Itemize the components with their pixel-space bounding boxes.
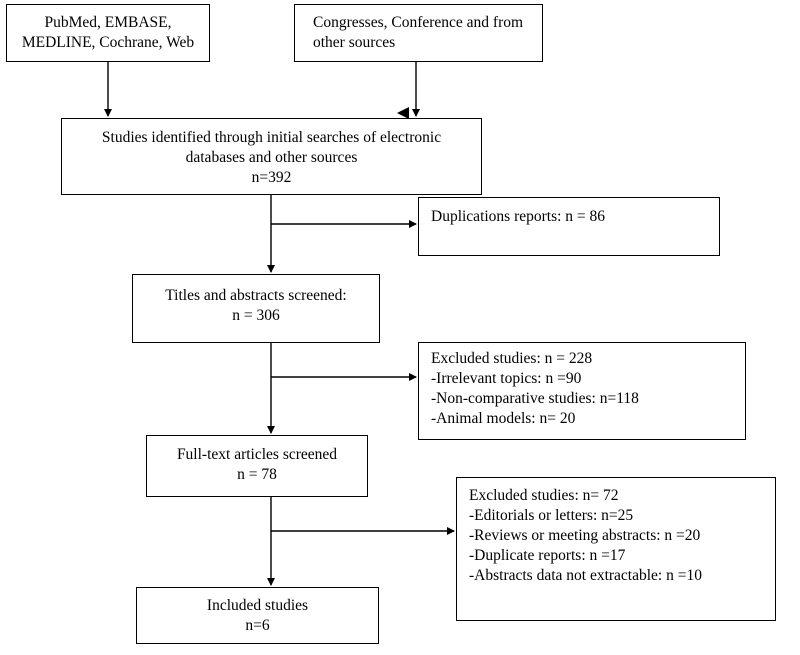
sources-other-line: other sources — [313, 34, 396, 51]
sources-databases-line: PubMed, EMBASE, — [44, 14, 172, 31]
excluded-second-box: Excluded studies: n= 72 -Editorials or l… — [456, 477, 776, 621]
excluded-first-line: Excluded studies: n = 228 — [431, 350, 593, 367]
excluded-first-box: Excluded studies: n = 228 -Irrelevant to… — [418, 342, 746, 440]
duplications-box: Duplications reports: n = 86 — [418, 197, 720, 256]
excluded-second-line: Excluded studies: n= 72 — [469, 487, 619, 504]
excluded-second-line: -Editorials or letters: n=25 — [469, 507, 634, 524]
excluded-first-line: -Irrelevant topics: n =90 — [431, 370, 582, 387]
included-box: Included studies n=6 — [136, 587, 379, 644]
excluded-first-line: -Animal models: n= 20 — [431, 410, 576, 427]
sources-databases-line: MEDLINE, Cochrane, Web — [21, 34, 195, 51]
sources-other-box: Congresses, Conference and from other so… — [294, 4, 543, 62]
excluded-second-line: -Duplicate reports: n =17 — [469, 547, 626, 564]
identified-line: databases and other sources — [185, 149, 358, 166]
excluded-first-line: -Non-comparative studies: n=118 — [431, 390, 639, 407]
excluded-second-line: -Abstracts data not extractable: n =10 — [469, 567, 702, 584]
sources-other-line: Congresses, Conference and from — [313, 14, 524, 31]
fulltext-box: Full-text articles screened n = 78 — [146, 435, 368, 497]
arrowhead-stray — [397, 107, 409, 119]
included-count: n=6 — [245, 617, 270, 634]
identified-count: n=392 — [251, 169, 292, 186]
screened-box: Titles and abstracts screened: n = 306 — [132, 274, 380, 343]
fulltext-line: Full-text articles screened — [176, 446, 338, 463]
screened-count: n = 306 — [232, 307, 280, 324]
duplications-line: Duplications reports: n = 86 — [431, 208, 606, 225]
excluded-second-line: -Reviews or meeting abstracts: n =20 — [469, 527, 701, 544]
included-line: Included studies — [206, 597, 309, 614]
screened-line: Titles and abstracts screened: — [165, 287, 347, 304]
identified-box: Studies identified through initial searc… — [61, 118, 482, 195]
sources-databases-box: PubMed, EMBASE, MEDLINE, Cochrane, Web — [6, 4, 210, 62]
identified-line: Studies identified through initial searc… — [101, 129, 442, 146]
fulltext-count: n = 78 — [237, 466, 277, 483]
